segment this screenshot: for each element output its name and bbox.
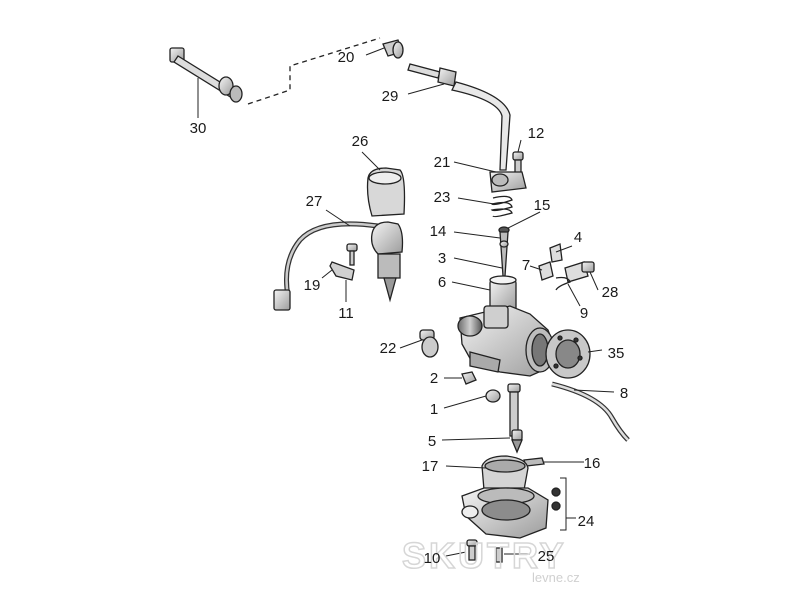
callout-16: 16: [584, 455, 601, 472]
callout-25: 25: [538, 548, 555, 565]
part-14-needle: [498, 226, 510, 277]
part-17-float: [481, 455, 529, 494]
callout-27: 27: [306, 193, 323, 210]
part-21-bracket: [489, 171, 527, 193]
callout-3: 3: [438, 250, 446, 267]
callout-26: 26: [352, 133, 369, 150]
callout-1: 1: [430, 401, 438, 418]
callout-28: 28: [602, 284, 619, 301]
part-4-7-28-screws: [538, 243, 595, 291]
part-22-screw: [419, 329, 439, 358]
callout-35: 35: [608, 345, 625, 362]
carburetor-body: [457, 305, 555, 377]
callout-15: 15: [534, 197, 551, 214]
part-20-fitting: [382, 39, 404, 59]
callout-6: 6: [438, 274, 446, 291]
part-30-bolt: [169, 47, 243, 103]
callout-2: 2: [430, 370, 438, 387]
callout-14: 14: [430, 223, 447, 240]
callout-21: 21: [434, 154, 451, 171]
part-24-float-bowl: [461, 487, 561, 539]
part-29-pipe: [407, 63, 511, 171]
part-8-hose: [551, 381, 630, 442]
callout-30: 30: [190, 120, 207, 137]
part-23-spring: [490, 195, 513, 218]
callout-20: 20: [338, 49, 355, 66]
callout-12: 12: [528, 125, 545, 142]
part-35-flange: [545, 329, 591, 379]
callout-5: 5: [428, 433, 436, 450]
callout-24: 24: [578, 513, 595, 530]
part-5-float-needle: [511, 429, 523, 454]
part-27-choke: [273, 221, 404, 311]
part-2-nut: [461, 371, 477, 385]
callout-8: 8: [620, 385, 628, 402]
part-6-slide: [489, 275, 517, 313]
watermark-brand: SKUTRY: [402, 535, 567, 576]
callout-9: 9: [580, 305, 588, 322]
part-19-11-bracket: [329, 243, 358, 281]
callout-7: 7: [522, 257, 530, 274]
leader-lines: [197, 47, 615, 557]
callout-23: 23: [434, 189, 451, 206]
part-1-jet: [485, 383, 521, 437]
callout-17: 17: [422, 458, 439, 475]
callout-19: 19: [304, 277, 321, 294]
part-25-screw: [495, 547, 503, 563]
part-26-cap: [366, 167, 406, 217]
callout-4: 4: [574, 229, 582, 246]
dashed-connection-line: [247, 37, 381, 105]
watermark: SKUTRY levne.cz: [401, 534, 580, 585]
watermark-site: levne.cz: [532, 570, 580, 585]
callout-22: 22: [380, 340, 397, 357]
part-drawings: [169, 37, 630, 563]
callout-10: 10: [424, 550, 441, 567]
part-10-screw: [466, 539, 478, 561]
callout-29: 29: [382, 88, 399, 105]
callout-11: 11: [338, 305, 354, 322]
